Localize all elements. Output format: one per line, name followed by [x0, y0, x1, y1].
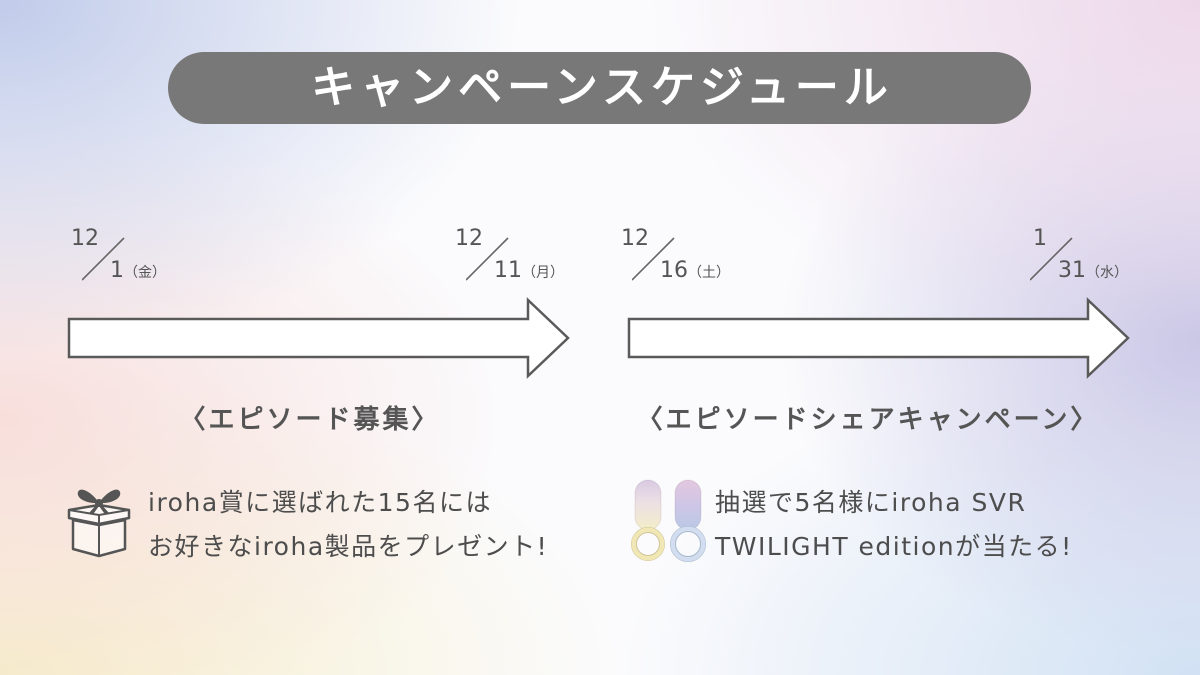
- date-weekday: （土）: [688, 265, 730, 281]
- date-day: 1: [110, 258, 124, 283]
- phase-1-end-date: 12 11（月）: [455, 226, 616, 286]
- note-line: お好きなiroha製品をプレゼント!: [148, 532, 549, 561]
- date-day: 11: [494, 258, 522, 283]
- gift-box-icon: [67, 489, 131, 558]
- date-weekday: （月）: [522, 265, 564, 281]
- date-day-line: 1（金）: [110, 258, 166, 286]
- page-title: キャンペーンスケジュール: [311, 62, 893, 113]
- iroha-svr-product-icon: [631, 479, 706, 562]
- date-month: 12: [71, 226, 99, 251]
- date-weekday: （金）: [124, 265, 166, 281]
- phase-1-prize-note: iroha賞に選ばれた15名には お好きなiroha製品をプレゼント!: [148, 481, 548, 569]
- date-day: 31: [1058, 258, 1086, 283]
- date-day-line: 16（土）: [660, 258, 730, 286]
- phase-1-label: 〈エピソード募集〉: [179, 405, 441, 435]
- date-month: 12: [621, 226, 649, 251]
- phase-2-label: 〈エピソードシェアキャンペーン〉: [636, 405, 1100, 435]
- date-month: 1: [1033, 226, 1047, 251]
- phase-1-timeline-arrow: [67, 297, 570, 379]
- note-line: iroha賞に選ばれた15名には: [148, 488, 492, 517]
- date-day-line: 11（月）: [494, 258, 564, 286]
- date-day: 16: [660, 258, 688, 283]
- date-day-line: 31（水）: [1058, 258, 1128, 286]
- note-line: 抽選で5名様にiroha SVR: [715, 488, 1027, 517]
- date-month: 12: [455, 226, 483, 251]
- date-slash: [632, 237, 675, 281]
- date-slash: [1030, 237, 1073, 281]
- date-slash: [82, 237, 125, 281]
- title-banner: キャンペーンスケジュール: [168, 52, 1031, 124]
- phase-2-end-date: 1 31（水）: [1030, 226, 1180, 286]
- date-weekday: （水）: [1086, 265, 1128, 281]
- phase-2-prize-note: 抽選で5名様にiroha SVR TWILIGHT editionが当たる!: [715, 481, 1073, 569]
- phase-1-start-date: 12 1（金）: [71, 226, 232, 286]
- phase-2-timeline-arrow: [627, 297, 1130, 379]
- date-slash: [466, 237, 509, 281]
- note-line: TWILIGHT editionが当たる!: [715, 532, 1073, 561]
- phase-2-start-date: 12 16（土）: [621, 226, 782, 286]
